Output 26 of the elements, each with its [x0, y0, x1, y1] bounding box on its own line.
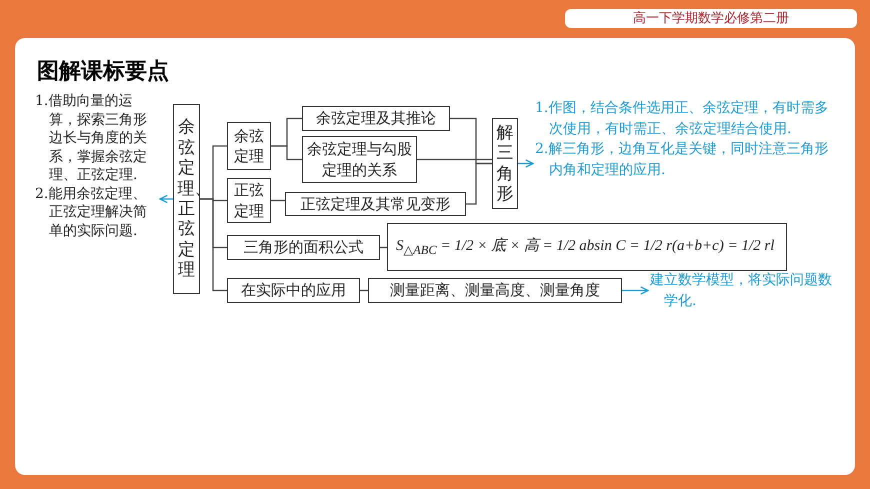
content-box: 正弦定理及其常见变形 — [285, 192, 466, 216]
header-label: 高一下学期数学必修第二册 — [565, 9, 857, 28]
topic-box: 解三角形 — [492, 118, 518, 209]
objective-text: 1.借助向量的运算，探索三角形边长与角度的关系，掌握余弦定理、正弦定理. — [35, 92, 148, 184]
content-box: 余弦定理及其推论 — [302, 106, 450, 131]
concept-box: 余弦定理 — [227, 122, 271, 170]
connector-line — [466, 162, 492, 205]
connector-line — [271, 200, 285, 202]
connector-line — [271, 145, 302, 160]
arrow — [518, 159, 534, 168]
concept-box: 在实际中的应用 — [227, 278, 360, 303]
concept-box: 正弦定理 — [227, 178, 271, 223]
content-box: 测量距离、测量高度、测量角度 — [368, 278, 622, 303]
connector-line — [417, 158, 492, 160]
arrow — [622, 286, 649, 295]
note-text: 1.作图，结合条件选用正、余弦定理，有时需多次使用，有时需正、余弦定理结合使用. — [535, 99, 830, 138]
content-box: 余弦定理与勾股定理的关系 — [302, 136, 417, 183]
note-text: 建立数学模型，将实际问题数学化. — [650, 271, 833, 310]
formula-box: S$_{△ABC}$ = 1/2 × 底 × 高 = 1/2 absin C = 1/2 r(a+b+c) = 1/2 rl — [387, 223, 787, 271]
note-text: 2.解三角形，边角互化是关键，同时注意三角形内角和定理的应用. — [535, 140, 830, 180]
arrow — [159, 194, 173, 204]
title: 图解课标要点 — [37, 58, 169, 86]
objective-text: 2.能用余弦定理、正弦定理解决简单的实际问题. — [35, 184, 148, 240]
topic-box: 余弦定理、正弦定理 — [173, 104, 200, 294]
connector-line — [200, 198, 227, 292]
concept-box: 三角形的面积公式 — [227, 235, 380, 260]
